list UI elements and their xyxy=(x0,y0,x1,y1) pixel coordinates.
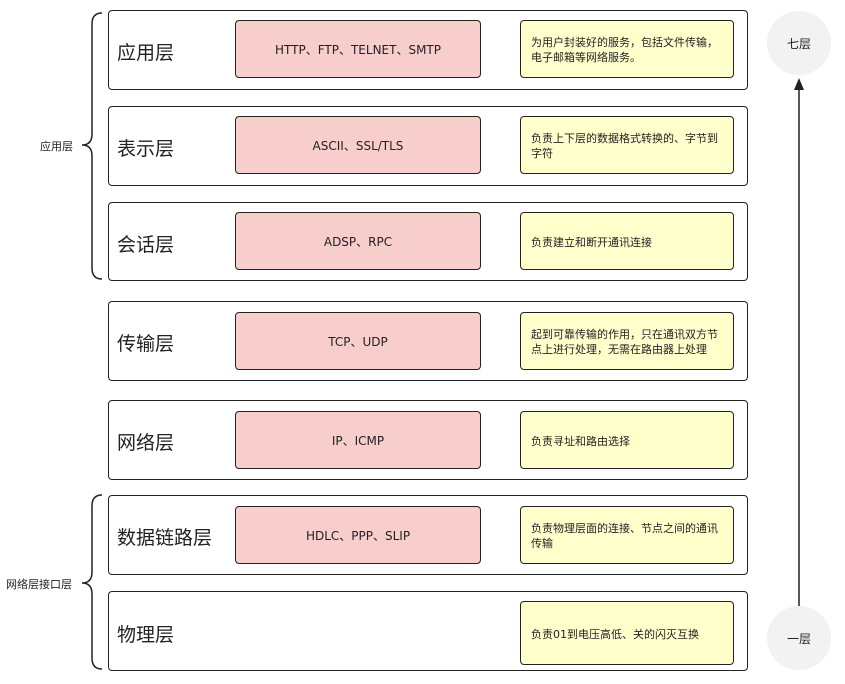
description-box: 负责建立和断开通讯连接 xyxy=(520,212,734,270)
protocol-box: IP、ICMP xyxy=(235,411,481,469)
description-box: 负责物理层面的连接、节点之间的通讯传输 xyxy=(520,506,734,564)
bottom-layer-circle: 一层 xyxy=(767,606,831,670)
protocol-text: HTTP、FTP、TELNET、SMTP xyxy=(275,42,441,57)
protocol-box: HDLC、PPP、SLIP xyxy=(235,506,481,564)
layer-name: 会话层 xyxy=(117,234,175,256)
description-box: 负责01到电压高低、关的闪灭互换 xyxy=(520,601,734,665)
description-text: 负责上下层的数据格式转换的、字节到字符 xyxy=(531,132,718,160)
description-text: 负责建立和断开通讯连接 xyxy=(531,235,652,249)
layer-name: 传输层 xyxy=(117,333,175,355)
protocol-text: ASCII、SSL/TLS xyxy=(312,138,404,153)
layer-session: 会话层 ADSP、RPC 负责建立和断开通讯连接 xyxy=(108,202,748,281)
protocol-text: ADSP、RPC xyxy=(323,234,393,249)
protocol-box: ADSP、RPC xyxy=(235,212,481,270)
description-text: 负责01到电压高低、关的闪灭互换 xyxy=(531,627,699,641)
layer-transport: 传输层 TCP、UDP 起到可靠传输的作用，只在通讯双方节点上进行处理，无需在路… xyxy=(108,301,748,381)
layer-presentation: 表示层 ASCII、SSL/TLS 负责上下层的数据格式转换的、字节到字符 xyxy=(108,106,748,186)
top-layer-circle: 七层 xyxy=(767,11,831,75)
protocol-text: HDLC、PPP、SLIP xyxy=(305,528,411,543)
description-box: 起到可靠传输的作用，只在通讯双方节点上进行处理，无需在路由器上处理 xyxy=(520,312,734,370)
layer-name: 数据链路层 xyxy=(117,527,213,549)
description-text: 为用户封装好的服务，包括文件传输，电子邮箱等网络服务。 xyxy=(531,36,718,64)
layer-arrow-head xyxy=(794,78,804,90)
lower-group-brace xyxy=(81,494,103,670)
description-box: 负责寻址和路由选择 xyxy=(520,411,734,469)
layer-name: 网络层 xyxy=(117,432,175,454)
protocol-box: HTTP、FTP、TELNET、SMTP xyxy=(235,20,481,78)
layer-application: 应用层 HTTP、FTP、TELNET、SMTP 为用户封装好的服务，包括文件传… xyxy=(108,10,748,90)
upper-group-brace xyxy=(81,12,103,280)
protocol-box: TCP、UDP xyxy=(235,312,481,370)
layer-name: 表示层 xyxy=(117,138,175,160)
upper-group-label: 应用层 xyxy=(40,140,73,153)
layer-physical: 物理层 负责01到电压高低、关的闪灭互换 xyxy=(108,591,748,671)
lower-group-label: 网络层接口层 xyxy=(6,578,72,591)
description-text: 负责寻址和路由选择 xyxy=(531,434,630,448)
layer-name: 物理层 xyxy=(117,624,175,646)
bottom-layer-label: 一层 xyxy=(786,631,811,646)
description-box: 为用户封装好的服务，包括文件传输，电子邮箱等网络服务。 xyxy=(520,20,734,78)
protocol-text: TCP、UDP xyxy=(328,334,388,349)
description-text: 起到可靠传输的作用，只在通讯双方节点上进行处理，无需在路由器上处理 xyxy=(531,328,718,356)
description-text: 负责物理层面的连接、节点之间的通讯传输 xyxy=(531,522,718,550)
layer-name: 应用层 xyxy=(117,42,175,64)
layer-data-link: 数据链路层 HDLC、PPP、SLIP 负责物理层面的连接、节点之间的通讯传输 xyxy=(108,495,748,575)
description-box: 负责上下层的数据格式转换的、字节到字符 xyxy=(520,116,734,174)
top-layer-label: 七层 xyxy=(786,36,811,51)
protocol-text: IP、ICMP xyxy=(331,433,385,448)
layer-network: 网络层 IP、ICMP 负责寻址和路由选择 xyxy=(108,400,748,480)
protocol-box: ASCII、SSL/TLS xyxy=(235,116,481,174)
